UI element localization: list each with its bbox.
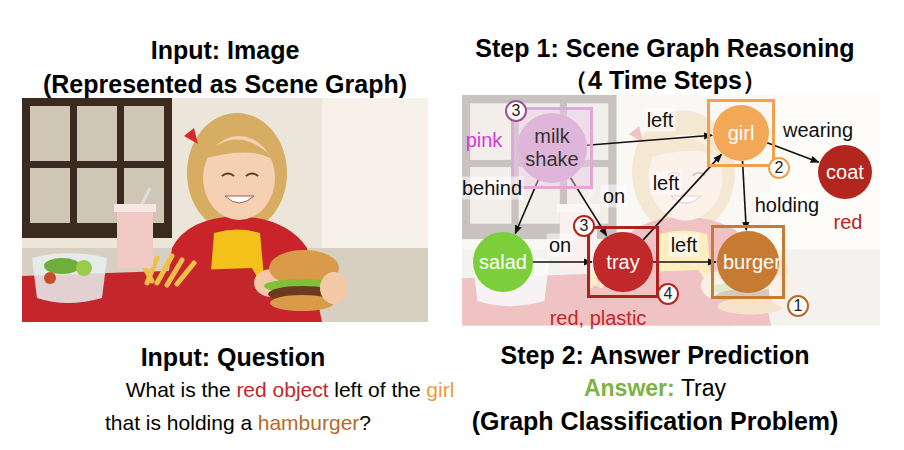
heading: （4 Time Steps） [563,66,767,95]
node-label: girl [728,122,755,145]
text-line: that is holding ahamburger? [105,411,371,435]
highlight-box [709,101,774,166]
relation-arrow [587,135,712,145]
question-text: left of the [334,378,420,402]
node-circle [593,232,653,292]
relation-arrow [743,161,747,230]
heading: Input: Question [141,343,326,372]
scene-graph-node: tray [587,226,659,298]
attribute-label: red [834,211,863,234]
question-text: red object [236,378,328,402]
highlight-box [713,227,784,298]
relation-label: left [645,109,676,132]
relation-label: on [601,185,627,208]
node-label: milk shake [523,125,581,171]
relation-label: left [669,234,700,257]
relation-label: on [547,234,573,257]
question-text: that is holding a [105,411,252,435]
scene-graph-node: coat [818,145,872,199]
node-circle [713,105,769,161]
node-label: salad [479,251,527,274]
scene-graph-node: salad [473,232,533,292]
node-circle [717,231,779,293]
node-label: coat [826,161,864,184]
callout-number: 1 [787,295,809,317]
callout-number: 4 [657,283,679,305]
question-text: girl [426,378,454,402]
highlight-box [513,109,592,188]
text-line: Answer:Tray [584,375,726,401]
fade-overlay [462,95,880,331]
relation-label: holding [753,194,822,217]
question-text: ? [359,411,371,435]
callout-number: 3 [505,100,527,122]
heading: (Graph Classification Problem) [472,407,839,436]
scene-graph-node: girl [707,99,775,167]
text-line: What is thered objectleft of thegirl [126,378,455,402]
question-text: Answer: [584,375,675,401]
attribute-label: pink [466,129,503,152]
callout-number: 3 [573,215,595,237]
node-circle [818,145,872,199]
heading: Input: Image [151,36,300,65]
callout-number: 2 [768,157,790,179]
node-circle [517,113,587,183]
node-circle [473,232,533,292]
heading: Step 1: Scene Graph Reasoning [475,34,854,63]
highlight-box [589,228,658,297]
node-label: tray [606,251,639,274]
relation-label: left [651,172,682,195]
relation-label: wearing [781,119,855,142]
heading: (Represented as Scene Graph) [43,70,407,99]
scene-graph-node: burger [711,225,785,299]
attribute-label: red, plastic [550,307,647,330]
node-label: burger [723,251,773,274]
relation-arrow [533,261,592,263]
relation-arrow [653,261,716,263]
question-text: Tray [681,375,726,401]
input-photo [22,98,428,322]
question-text: What is the [126,378,231,402]
question-text: hamburger [258,411,360,435]
heading: Step 2: Answer Prediction [501,341,810,370]
relation-label: behind [460,177,524,200]
